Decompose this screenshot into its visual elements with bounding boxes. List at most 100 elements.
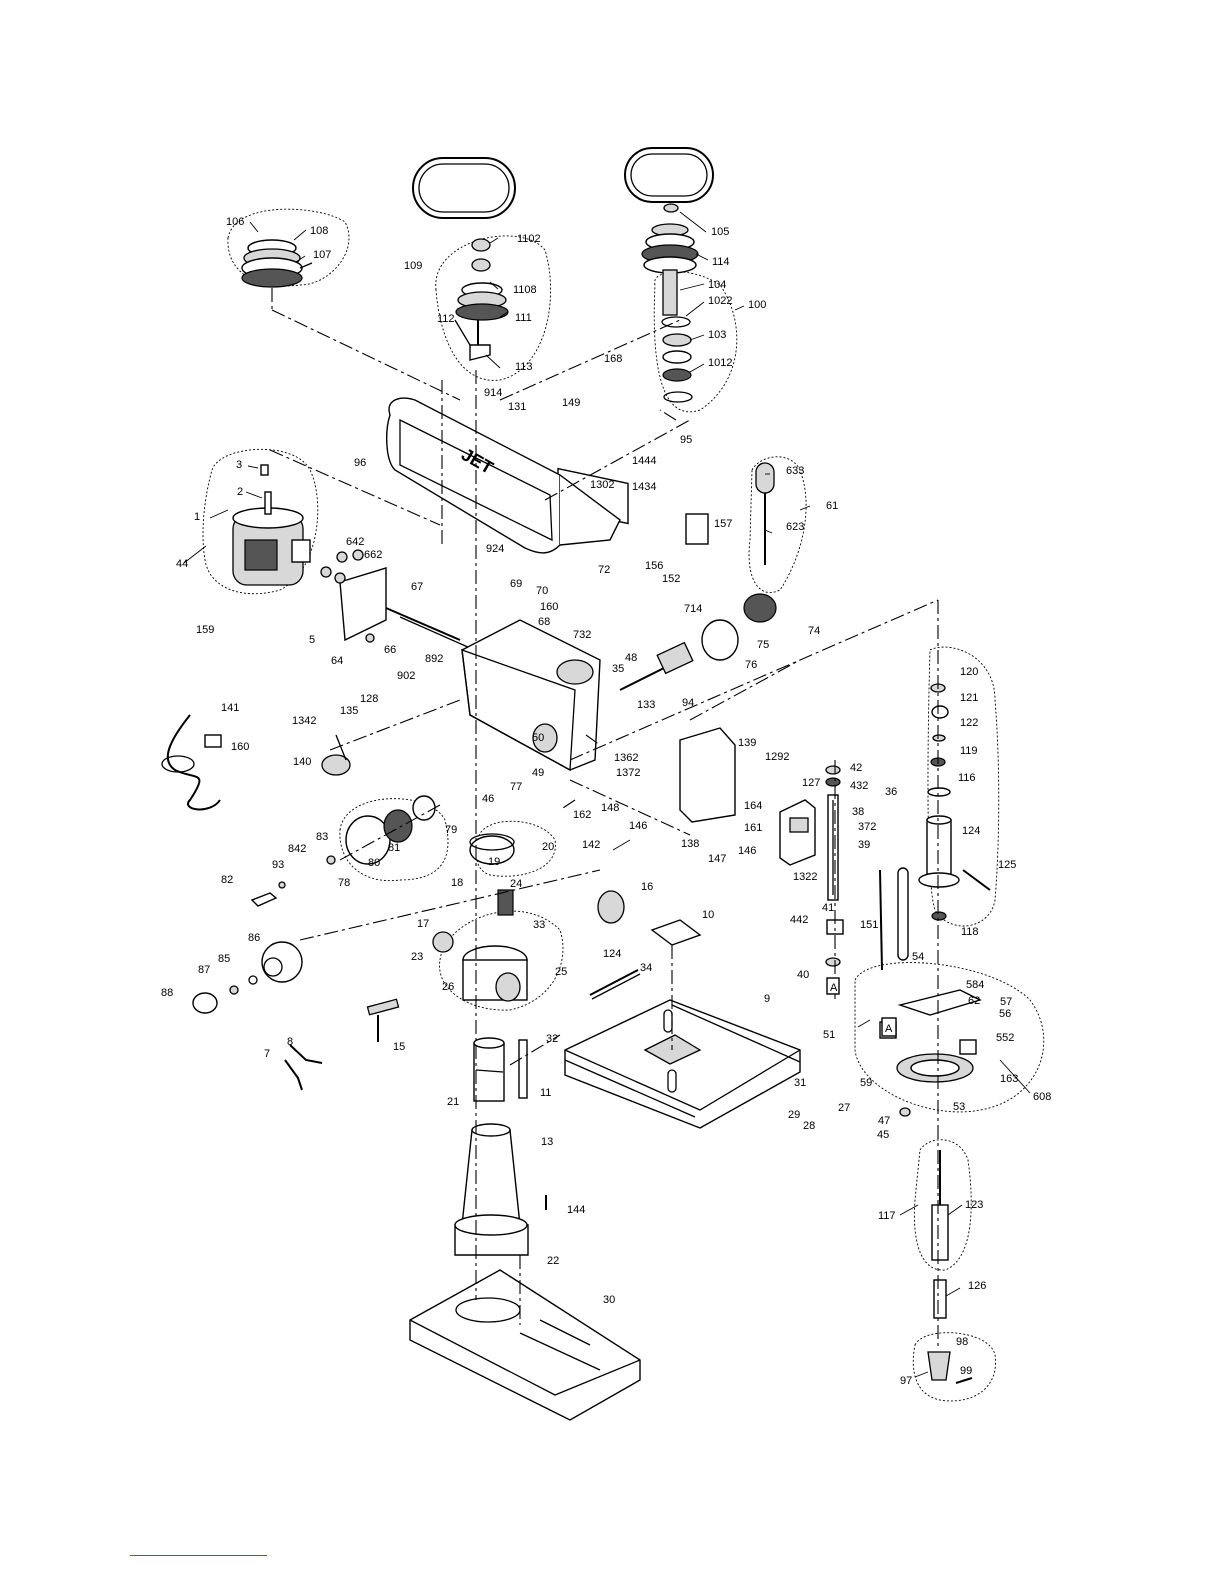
motor-assembly bbox=[202, 448, 319, 595]
part-label: 114 bbox=[712, 256, 730, 268]
part-label: 2 bbox=[237, 486, 243, 498]
work-table bbox=[564, 999, 801, 1129]
part-label: 105 bbox=[711, 226, 729, 238]
part-label: 94 bbox=[682, 697, 694, 709]
column bbox=[454, 1123, 529, 1256]
rod-54 bbox=[897, 867, 909, 961]
part-label: 144 bbox=[567, 1204, 585, 1216]
part-label: 19 bbox=[488, 856, 500, 868]
part-label: 47 bbox=[878, 1115, 890, 1127]
part-label: 77 bbox=[510, 781, 522, 793]
part-label: 98 bbox=[956, 1336, 968, 1348]
part-label: 80 bbox=[368, 857, 380, 869]
chuck-guard-assembly bbox=[854, 962, 1045, 1117]
part-label: 95 bbox=[680, 434, 692, 446]
part-label: 372 bbox=[858, 821, 876, 833]
part-label: 157 bbox=[714, 518, 732, 530]
spindle-pulley-assembly bbox=[641, 203, 738, 413]
part-label: 49 bbox=[532, 767, 544, 779]
part-label: 1012 bbox=[708, 357, 732, 369]
part-label: 163 bbox=[1000, 1073, 1018, 1085]
return-spring-assembly bbox=[326, 795, 449, 882]
part-label: 1322 bbox=[793, 871, 817, 883]
part-label: 61 bbox=[826, 500, 838, 512]
part-label: 21 bbox=[447, 1096, 459, 1108]
part-label: 552 bbox=[996, 1032, 1014, 1044]
part-label: 623 bbox=[786, 521, 804, 533]
part-label: 104 bbox=[708, 279, 726, 291]
part-label: 148 bbox=[601, 802, 619, 814]
part-label: 78 bbox=[338, 877, 350, 889]
motor-bracket bbox=[320, 549, 471, 649]
part-label: 34 bbox=[640, 962, 652, 974]
part-label: 64 bbox=[331, 655, 343, 667]
part-label: 22 bbox=[547, 1255, 559, 1267]
part-label: 109 bbox=[404, 260, 422, 272]
part-label: 142 bbox=[582, 839, 600, 851]
part-label: 139 bbox=[738, 737, 756, 749]
part-label: 11 bbox=[540, 1087, 551, 1099]
part-label: 44 bbox=[176, 558, 188, 570]
part-label: 82 bbox=[221, 874, 233, 886]
part-label: 160 bbox=[231, 741, 249, 753]
part-label: 119 bbox=[960, 745, 978, 757]
part-label: 112 bbox=[437, 313, 455, 325]
part-label: 131 bbox=[508, 401, 526, 413]
part-label: 902 bbox=[397, 670, 415, 682]
head-casting bbox=[461, 619, 601, 772]
part-label: 13 bbox=[541, 1136, 553, 1148]
motor-pulley-assembly bbox=[227, 208, 350, 288]
feed-handle bbox=[748, 456, 807, 593]
part-label: 45 bbox=[877, 1129, 889, 1141]
part-label: 147 bbox=[708, 853, 726, 865]
part-label: 1434 bbox=[632, 481, 656, 493]
part-label: 1022 bbox=[708, 295, 732, 307]
part-label: 133 bbox=[637, 699, 655, 711]
part-label: 97 bbox=[900, 1375, 912, 1387]
part-label: 125 bbox=[998, 859, 1016, 871]
part-label: 62 bbox=[968, 995, 980, 1007]
part-label: 123 bbox=[965, 1199, 983, 1211]
part-label: 35 bbox=[612, 663, 624, 675]
part-label: 135 bbox=[340, 705, 358, 717]
part-label: 116 bbox=[958, 772, 976, 784]
part-label: 51 bbox=[823, 1029, 835, 1041]
part-label: 146 bbox=[738, 845, 756, 857]
part-label: 17 bbox=[417, 918, 429, 930]
part-label: 69 bbox=[510, 578, 522, 590]
drive-belt-left bbox=[412, 157, 516, 219]
rack-bar bbox=[518, 1039, 528, 1099]
part-label: 25 bbox=[555, 966, 567, 978]
part-label: 87 bbox=[198, 964, 210, 976]
part-label: 67 bbox=[411, 581, 423, 593]
column-sleeve bbox=[473, 1037, 505, 1102]
part-label: 70 bbox=[536, 585, 548, 597]
spindle-assembly bbox=[913, 1139, 972, 1319]
part-label: 32 bbox=[546, 1033, 558, 1045]
part-label: 162 bbox=[573, 809, 591, 821]
part-label: 56 bbox=[999, 1008, 1011, 1020]
part-label: 18 bbox=[451, 877, 463, 889]
part-label: 103 bbox=[708, 329, 726, 341]
rod-151 bbox=[879, 869, 883, 971]
rack bbox=[589, 969, 639, 996]
part-label: 1292 bbox=[765, 751, 789, 763]
part-label: 16 bbox=[641, 881, 653, 893]
depth-scale-assembly bbox=[825, 765, 844, 967]
part-label: 924 bbox=[486, 543, 504, 555]
idler-pulley-assembly bbox=[435, 235, 551, 381]
part-label: 138 bbox=[681, 838, 699, 850]
belt-guard: JET bbox=[386, 397, 621, 554]
base bbox=[409, 1269, 641, 1421]
part-label: 79 bbox=[445, 824, 457, 836]
part-label: 24 bbox=[510, 878, 522, 890]
part-label: 146 bbox=[629, 820, 647, 832]
part-label: 31 bbox=[794, 1077, 806, 1089]
part-number-labels: 106 108 107 1102 109 1108 111 112 113 10… bbox=[161, 216, 1051, 1387]
part-label: 122 bbox=[960, 717, 978, 729]
chuck-assembly bbox=[912, 1332, 996, 1402]
part-label: 1372 bbox=[616, 767, 640, 779]
part-label: 40 bbox=[797, 969, 809, 981]
part-label: 608 bbox=[1033, 1091, 1051, 1103]
